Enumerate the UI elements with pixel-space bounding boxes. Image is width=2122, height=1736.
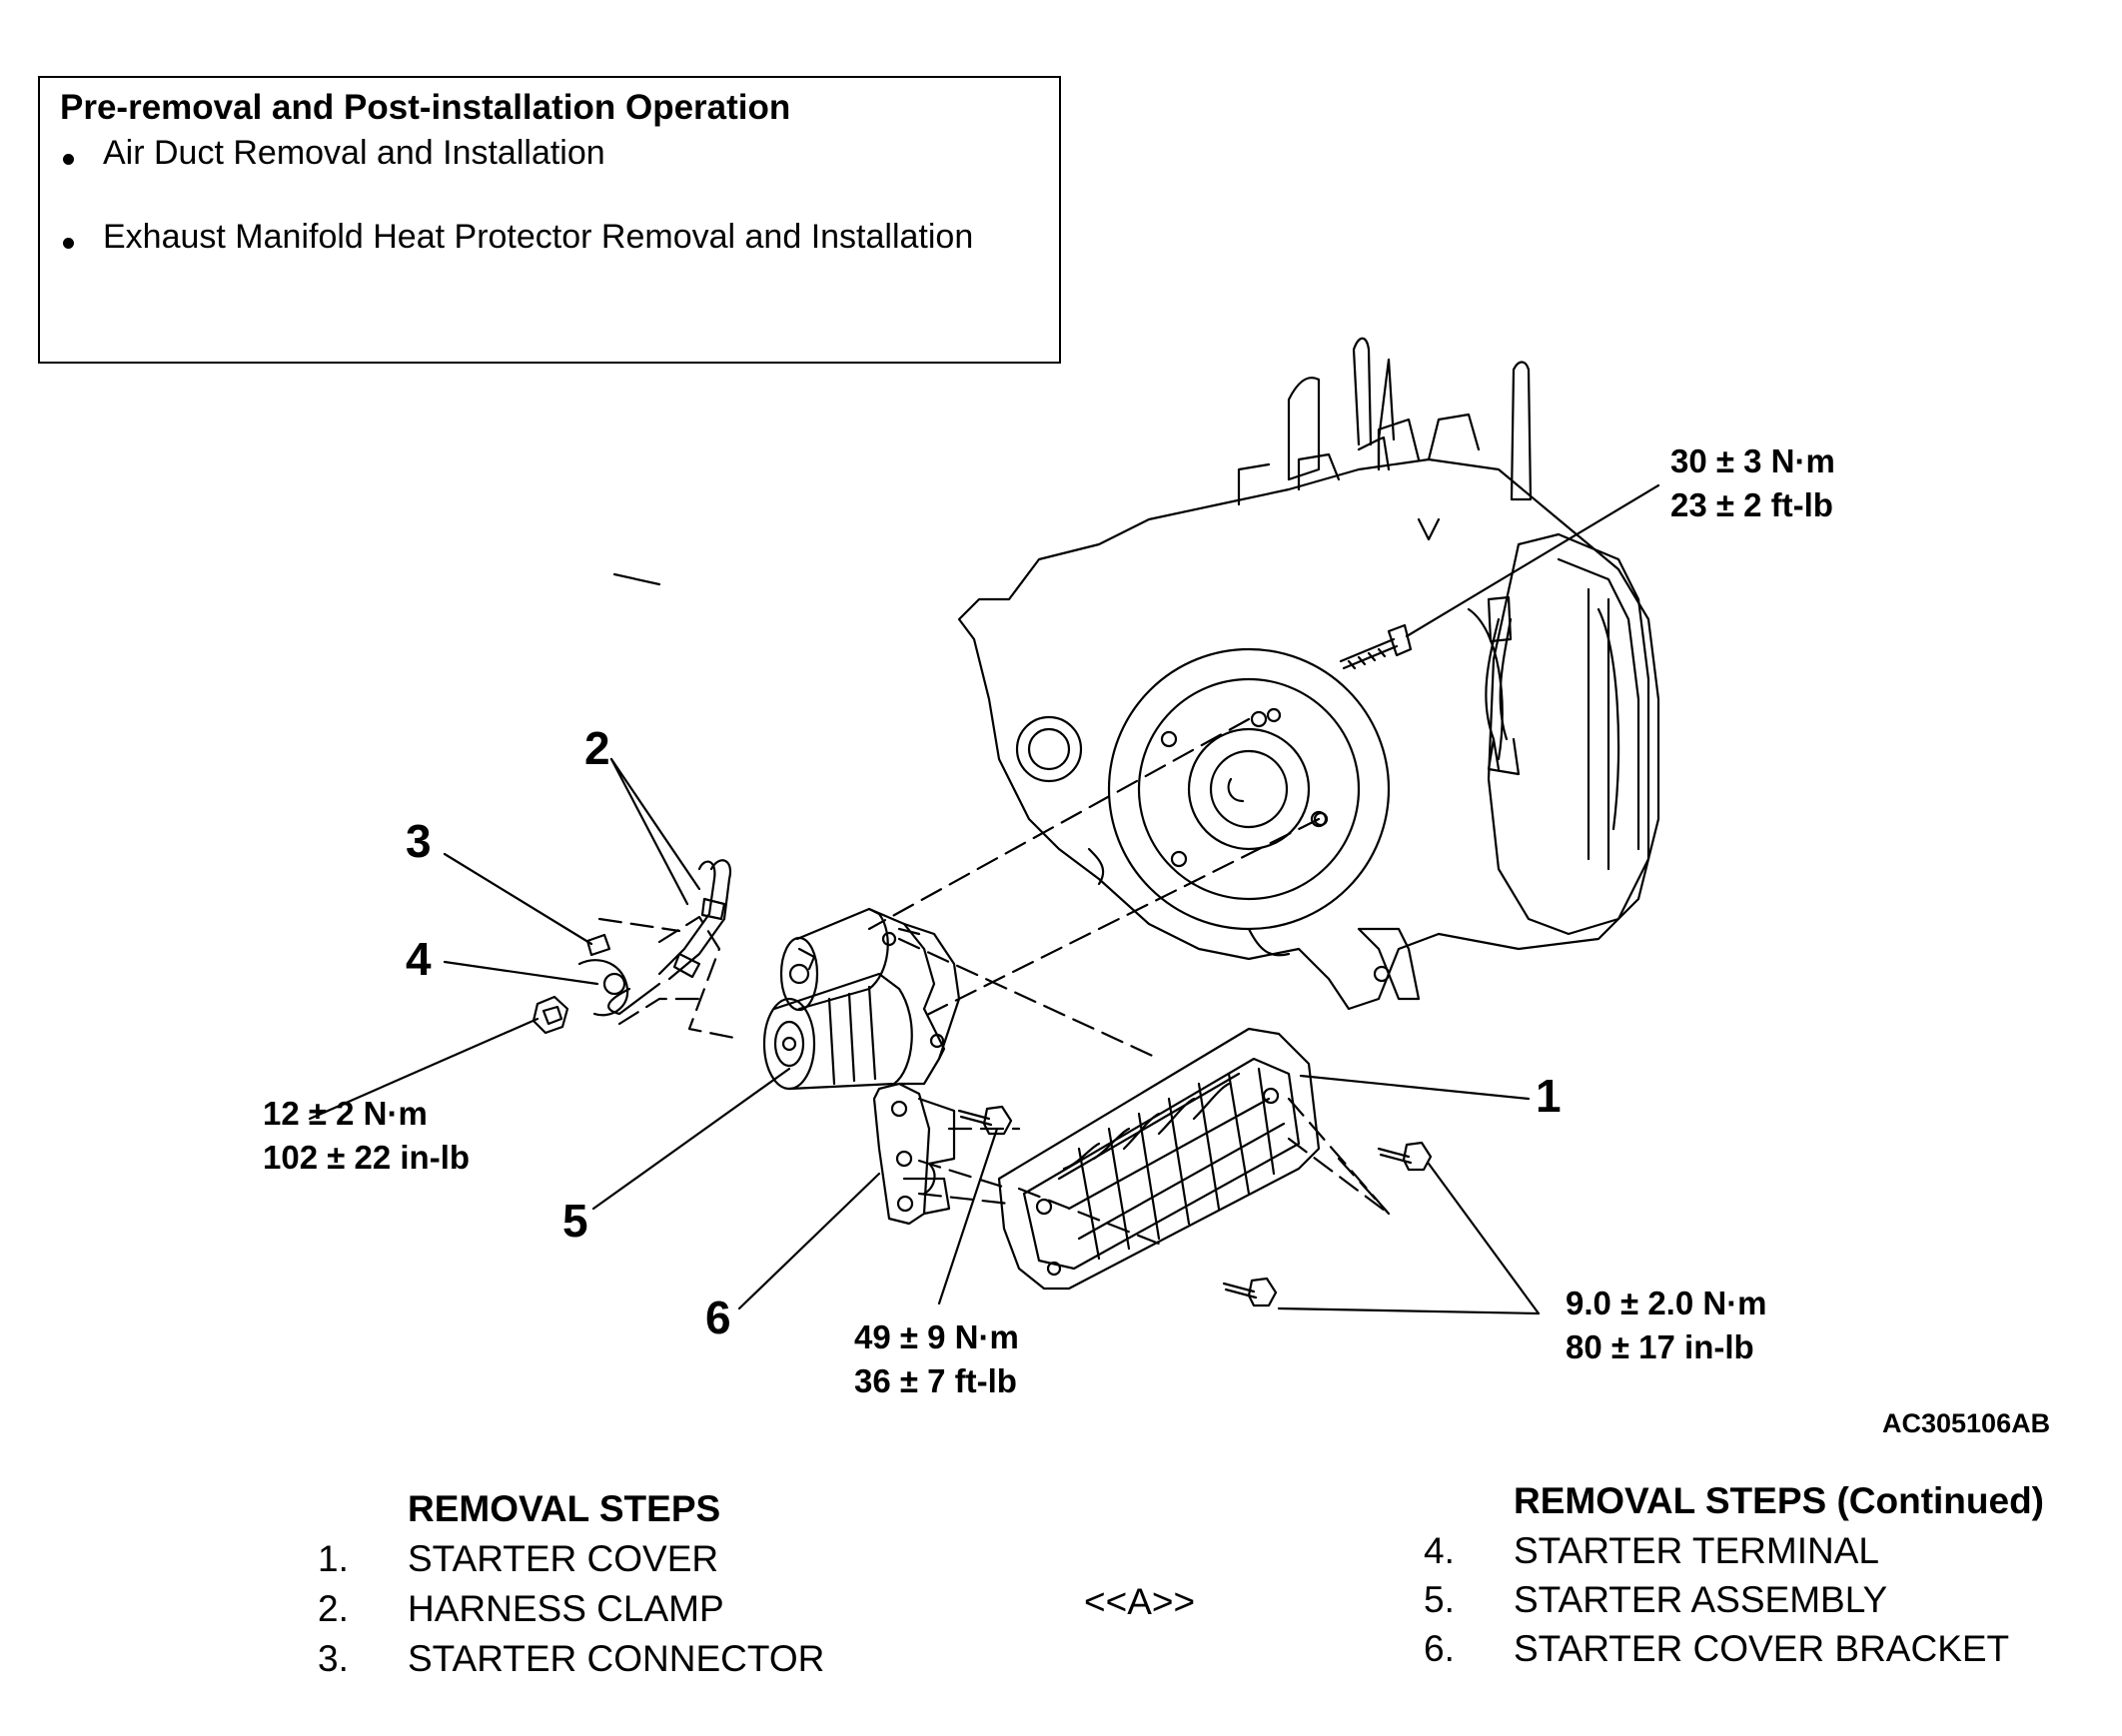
torque-value-nm: 30 ± 3 N·m <box>1670 442 1835 479</box>
leader-30nm <box>1405 483 1660 638</box>
torque-value-nm: 9.0 ± 2.0 N·m <box>1566 1285 1767 1321</box>
cover-bracket <box>872 1082 956 1226</box>
callout-4: 4 <box>406 933 432 985</box>
step-label: STARTER TERMINAL <box>1514 1530 1879 1571</box>
note-mark: <<A>> <box>1084 1581 1196 1622</box>
pre-removal-box <box>38 76 1061 364</box>
step-label: STARTER COVER <box>408 1538 719 1579</box>
callout-6: 6 <box>705 1292 731 1343</box>
harness <box>531 859 732 1035</box>
bullet-icon <box>63 154 74 165</box>
torque-value-in: 80 ± 17 in-lb <box>1566 1328 1754 1365</box>
callout-2: 2 <box>584 722 610 774</box>
callout-5: 5 <box>562 1195 588 1247</box>
callout-3: 3 <box>406 815 432 867</box>
step-label: STARTER COVER BRACKET <box>1514 1628 2010 1669</box>
torque-value-ft: 23 ± 2 ft-lb <box>1670 486 1833 523</box>
bolts <box>957 1105 1433 1307</box>
torque-value-nm: 12 ± 2 N·m <box>263 1095 428 1132</box>
torque-9nm: 9.0 ± 2.0 N·m 80 ± 17 in-lb <box>1566 1282 1767 1369</box>
step-number: 3. <box>318 1638 349 1679</box>
removal-steps-continued-title: REMOVAL STEPS (Continued) <box>1514 1480 2045 1521</box>
removal-steps-title: REMOVAL STEPS <box>408 1488 721 1529</box>
bolt-30nm <box>1339 623 1413 670</box>
step-label: HARNESS CLAMP <box>408 1588 724 1629</box>
torque-30nm: 30 ± 3 N·m 23 ± 2 ft-lb <box>1670 439 1835 527</box>
pre-removal-title: Pre-removal and Post-installation Operat… <box>60 88 791 127</box>
step-number: 4. <box>1424 1530 1455 1571</box>
torque-value-ft: 36 ± 7 ft-lb <box>854 1362 1017 1399</box>
alignment-lines <box>597 717 1391 1246</box>
step-number: 2. <box>318 1588 349 1629</box>
callout-1: 1 <box>1536 1070 1562 1122</box>
pre-removal-item-1: Air Duct Removal and Installation <box>103 134 605 172</box>
step-label: STARTER ASSEMBLY <box>1514 1579 1888 1620</box>
torque-49nm: 49 ± 9 N·m 36 ± 7 ft-lb <box>854 1315 1019 1403</box>
step-label: STARTER CONNECTOR <box>408 1638 825 1679</box>
leader-lines <box>308 572 1541 1315</box>
starter-cover <box>997 1027 1321 1291</box>
bullet-icon <box>63 238 74 249</box>
figure-code: AC305106AB <box>1882 1408 2051 1438</box>
step-number: 1. <box>318 1538 349 1579</box>
step-number: 5. <box>1424 1579 1455 1620</box>
transaxle-housing <box>957 337 1660 1011</box>
torque-12nm: 12 ± 2 N·m 102 ± 22 in-lb <box>263 1092 470 1180</box>
torque-value-nm: 49 ± 9 N·m <box>854 1318 1019 1355</box>
pre-removal-item-2: Exhaust Manifold Heat Protector Removal … <box>103 218 974 256</box>
torque-value-in: 102 ± 22 in-lb <box>263 1139 471 1176</box>
starter-motor <box>762 907 961 1091</box>
step-number: 6. <box>1424 1628 1455 1669</box>
